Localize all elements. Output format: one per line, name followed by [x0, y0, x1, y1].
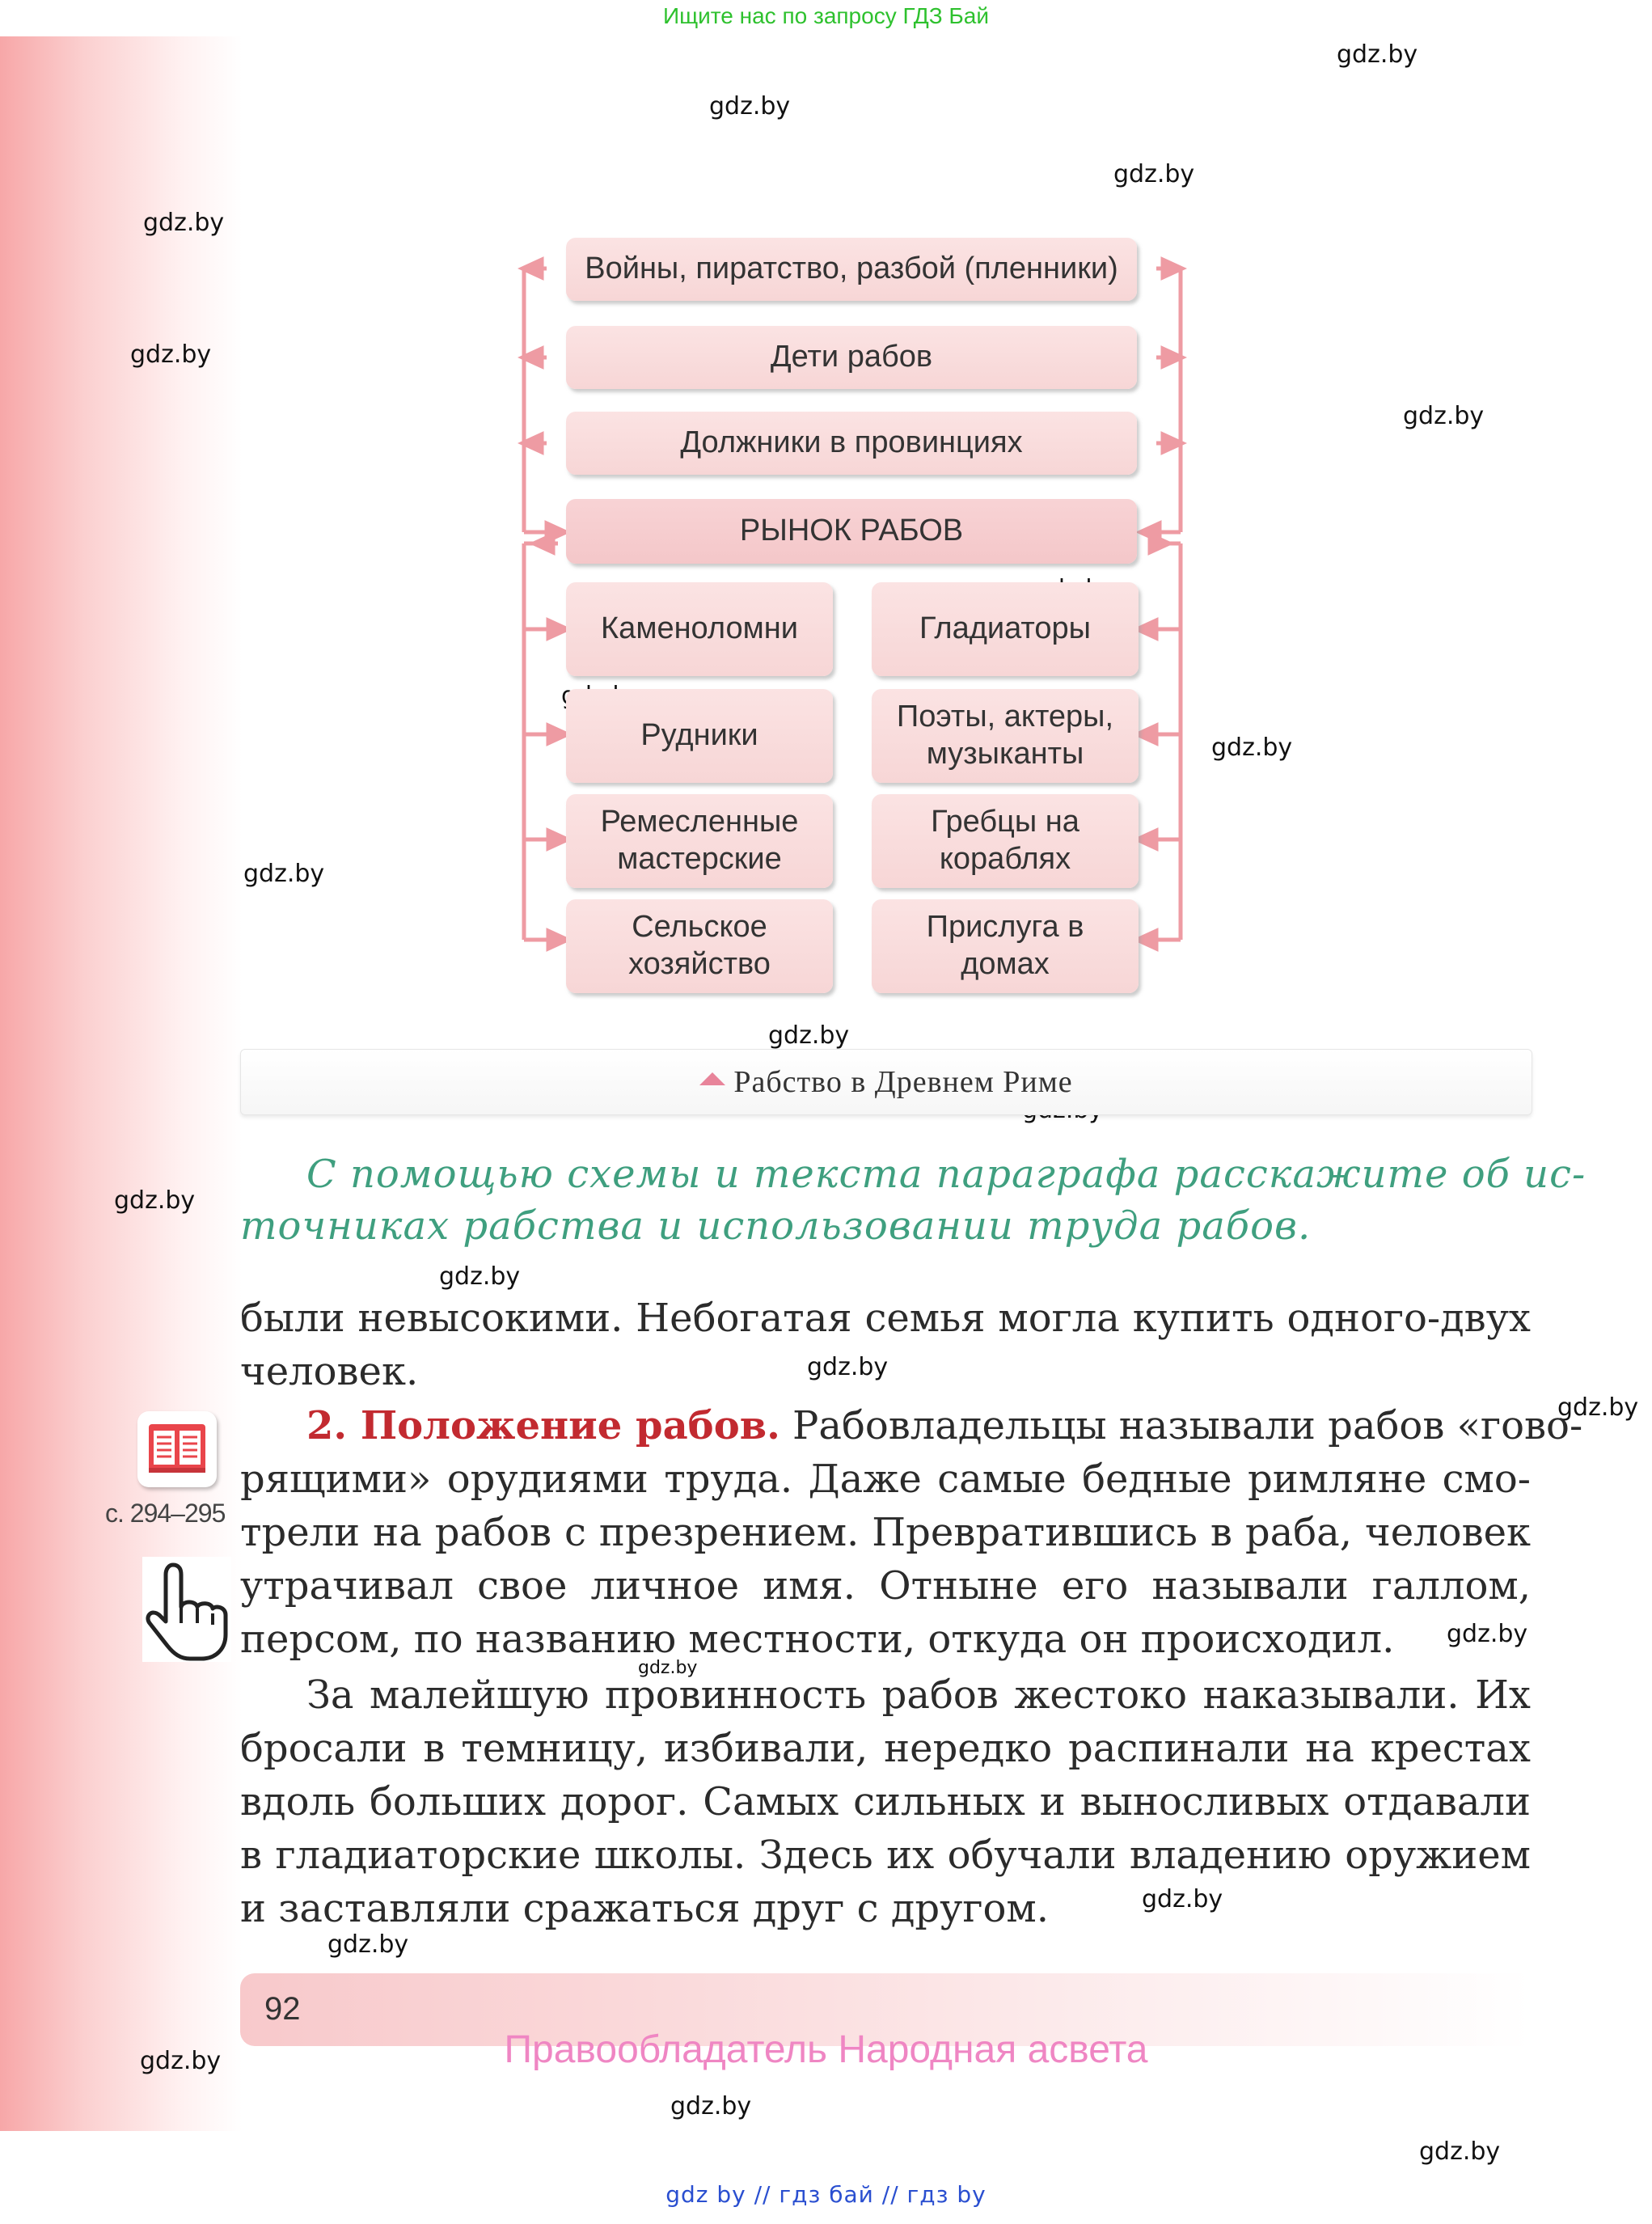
text-line: и заставляли сражаться друг с другом. [240, 1886, 1049, 1931]
copyright-text: Правообладатель Народная асвета [504, 2028, 1148, 2071]
text-line: были невысокими. Небогатая семья могла к… [240, 1296, 1531, 1341]
caption-wrap: Рабство в Древнем Риме [241, 1064, 1532, 1100]
text-line: человек. [240, 1349, 419, 1394]
watermark: gdz.by [130, 340, 212, 369]
watermark: gdz.by [768, 1021, 850, 1050]
source-box-slave-children: Дети рабов [566, 326, 1137, 389]
caption-text: Рабство в Древнем Риме [733, 1065, 1073, 1099]
paragraph-punishments: За малейшую провинность рабов жестоко на… [240, 1668, 1531, 1935]
use-box-gladiators: Гладиаторы [872, 582, 1139, 676]
use-box-agriculture: Сельское хозяйство [566, 899, 833, 993]
watermark: gdz.by [638, 1658, 698, 1678]
source-box-wars: Войны, пиратство, разбой (пленники) [566, 238, 1137, 301]
left-margin-band [0, 36, 243, 2131]
watermark: gdz.by [439, 1262, 521, 1291]
watermark: gdz.by [1447, 1620, 1528, 1648]
text-line: персом, по названию местности, откуда он… [240, 1617, 1395, 1662]
bottom-links[interactable]: gdz by // гдз бай // гдз by [665, 2181, 987, 2208]
watermark: gdz.by [1211, 734, 1293, 762]
top-banner[interactable]: Ищите нас по запросу ГДЗ Бай [662, 3, 990, 28]
watermark: gdz.by [140, 2047, 222, 2075]
text-line: вдоль больших дорог. Самых сильных и вын… [240, 1779, 1531, 1824]
paragraph-intro: были невысокими. Небогатая семья могла к… [240, 1292, 1531, 1398]
use-box-performers: Поэты, актеры, музыканты [872, 689, 1139, 783]
text-line: 2. Положение рабов. Рабовладельцы называ… [240, 1399, 1582, 1452]
page-reference[interactable]: с. 294–295 [105, 1499, 226, 1528]
watermark: gdz.by [1403, 402, 1485, 430]
watermark: gdz.by [807, 1353, 889, 1381]
book-icon[interactable] [137, 1411, 217, 1487]
use-box-quarries: Каменоломни [566, 582, 833, 676]
figure-caption: Рабство в Древнем Риме [240, 1049, 1532, 1115]
watermark: gdz.by [709, 92, 791, 121]
text-line: утрачивал свое личное имя. Отныне его на… [240, 1563, 1531, 1609]
watermark: gdz.by [670, 2092, 752, 2120]
diagram-connectors [517, 256, 1188, 952]
watermark: gdz.by [143, 209, 225, 237]
page-number: 92 [264, 1991, 301, 2027]
watermark: gdz.by [114, 1186, 196, 1215]
text-line: в гладиаторские школы. Здесь их обучали … [240, 1833, 1531, 1878]
watermark: gdz.by [1337, 40, 1418, 69]
triangle-up-icon [699, 1072, 726, 1085]
text-line: За малейшую провинность рабов жестоко на… [306, 1672, 1531, 1718]
pointing-hand-icon [142, 1557, 231, 1662]
section-2: 2. Положение рабов. Рабовладельцы называ… [240, 1399, 1582, 1666]
watermark: gdz.by [243, 860, 325, 888]
watermark: gdz.by [327, 1930, 409, 1959]
use-box-rowers: Гребцы на кораблях [872, 794, 1139, 888]
section-heading: 2. Положение рабов. [306, 1403, 780, 1448]
page-footer: 92 [240, 1973, 1531, 2046]
text-fragment: Рабовладельцы называли рабов «гово- [792, 1403, 1583, 1448]
task-question: С помощью схемы и текста параграфа расск… [240, 1148, 1587, 1252]
text-line: рящими» орудиями труда. Даже самые бедны… [240, 1457, 1531, 1502]
task-line: С помощью схемы и текста параграфа расск… [306, 1152, 1587, 1197]
task-line: точниках рабства и использовании труда р… [240, 1203, 1312, 1249]
source-box-debtors: Должники в провинциях [566, 412, 1137, 475]
use-box-servants: Прислуга в домах [872, 899, 1139, 993]
use-box-workshops: Ремесленные мастерские [566, 794, 833, 888]
slave-market-box: РЫНОК РАБОВ [566, 499, 1137, 564]
watermark: gdz.by [1557, 1393, 1639, 1422]
text-line: трели на рабов с презрением. Превративши… [240, 1510, 1531, 1555]
watermark: gdz.by [1113, 160, 1195, 188]
text-line: бросали в темницу, избивали, нередко рас… [240, 1726, 1531, 1771]
watermark: gdz.by [1142, 1885, 1223, 1913]
use-box-mines: Рудники [566, 689, 833, 783]
watermark: gdz.by [1419, 2137, 1501, 2166]
pointing-hand-graphic [146, 1562, 228, 1661]
book-icon-graphic [149, 1424, 205, 1473]
